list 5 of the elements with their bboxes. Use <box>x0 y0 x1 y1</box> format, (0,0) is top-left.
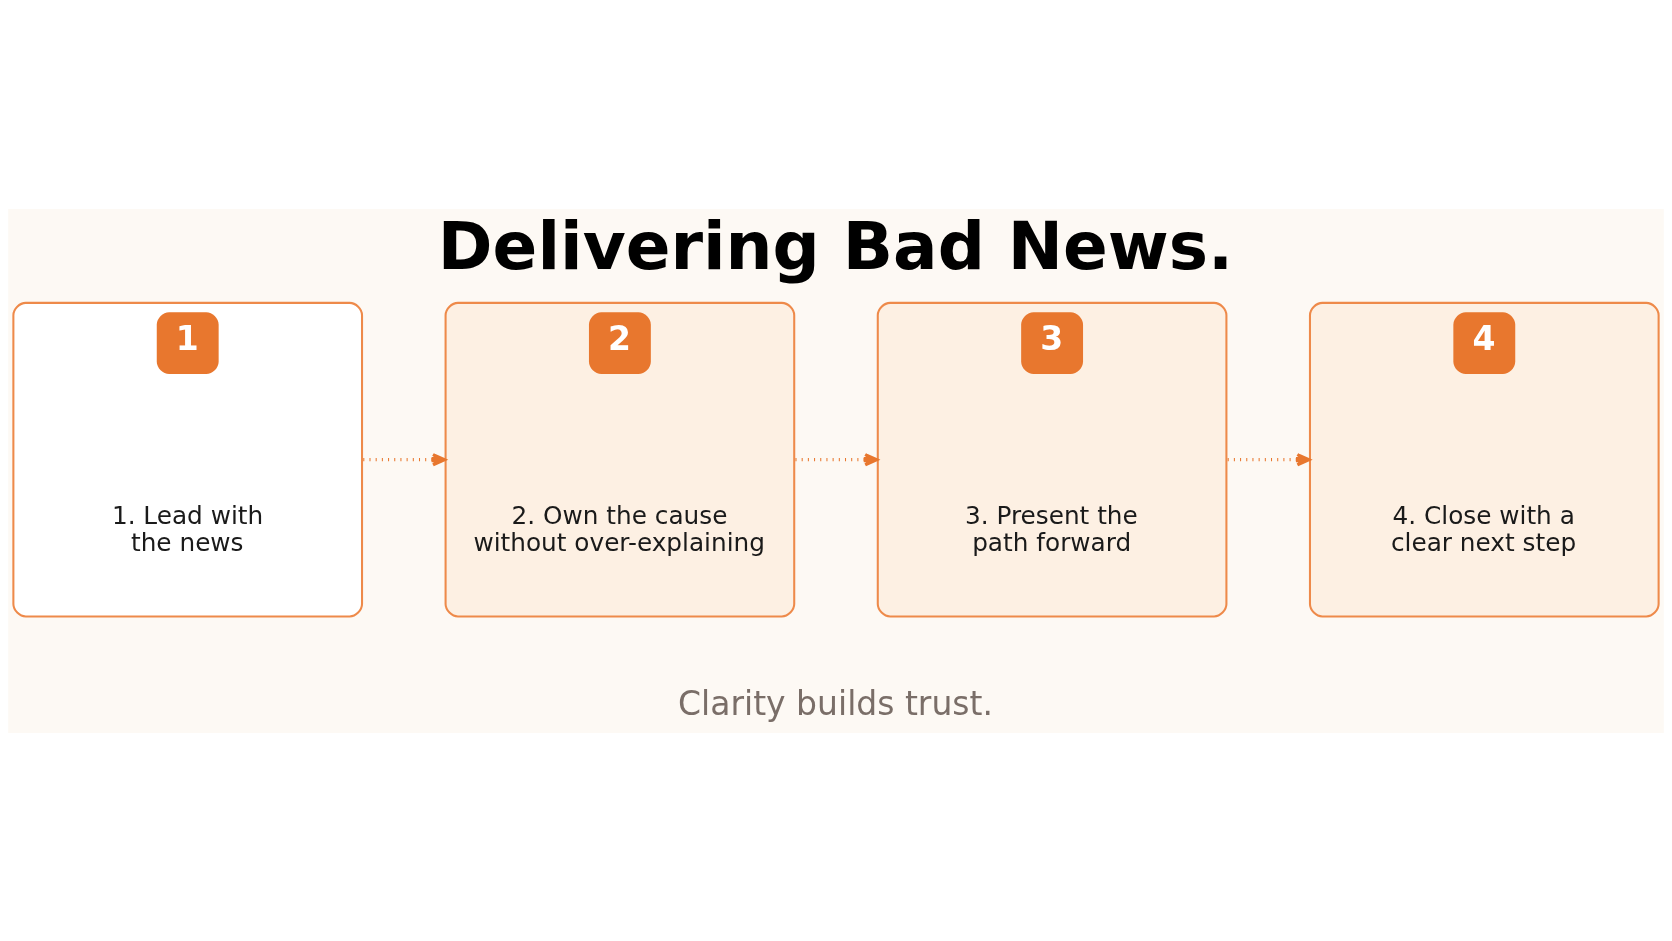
diagram-title: Delivering Bad News. <box>437 207 1234 285</box>
caption: Clarity builds trust. <box>677 683 993 723</box>
arrow <box>795 452 879 466</box>
arrow <box>363 452 447 466</box>
arrow <box>1227 452 1311 466</box>
